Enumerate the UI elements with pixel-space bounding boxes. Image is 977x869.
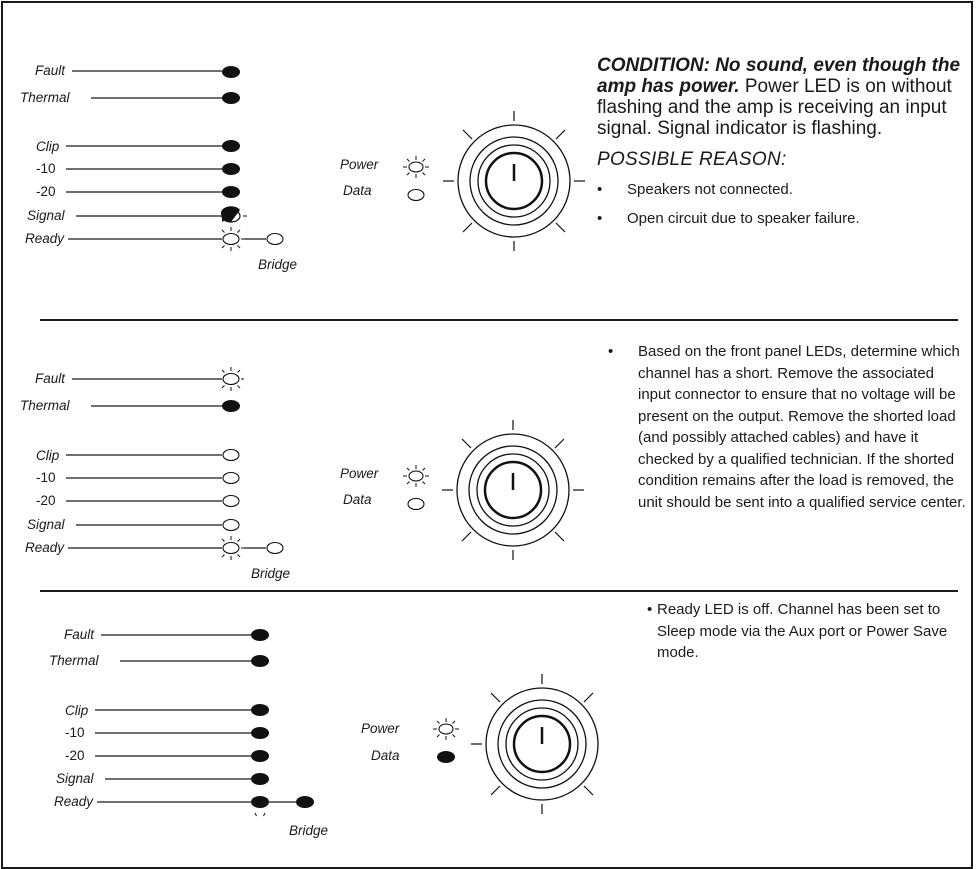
led-signal <box>251 773 269 785</box>
label-minus20: -20 <box>36 184 56 199</box>
led-thermal <box>251 655 269 667</box>
section2-text: •Based on the front panel LEDs, determin… <box>608 341 970 521</box>
front-panel-diagram-3: Fault Thermal Clip -10 -20 Signal Ready … <box>0 620 613 845</box>
label-minus10: -10 <box>36 470 56 485</box>
led-data <box>407 497 425 511</box>
led-signal <box>222 518 240 532</box>
led-power-lit <box>403 465 429 487</box>
label-ready: Ready <box>54 794 94 809</box>
list-item: •Based on the front panel LEDs, determin… <box>608 343 966 511</box>
label-thermal: Thermal <box>20 90 71 105</box>
led-bridge <box>266 232 284 246</box>
led-signal-flashing <box>220 206 247 223</box>
led-minus20 <box>222 494 240 508</box>
label-minus10: -10 <box>65 725 85 740</box>
led-ready-lit <box>218 227 244 251</box>
label-power: Power <box>340 157 379 172</box>
label-ready: Ready <box>25 231 65 246</box>
label-ready: Ready <box>25 540 65 555</box>
led-minus20 <box>251 750 269 762</box>
front-panel-diagram-1: Fault Thermal Clip -10 -20 Signal Ready … <box>0 55 585 300</box>
condition-heading: CONDITION: No sound, even though the amp… <box>597 55 961 97</box>
section-divider <box>40 319 958 321</box>
led-bridge <box>296 796 314 808</box>
label-clip: Clip <box>36 448 60 463</box>
reason-heading: POSSIBLE REASON: <box>597 149 787 170</box>
label-clip: Clip <box>36 139 60 154</box>
section1-text: CONDITION: No sound, even though the amp… <box>597 55 967 238</box>
led-clip <box>222 140 240 152</box>
led-data <box>437 751 455 763</box>
condition-body: Power LED is on without flashing and the… <box>597 76 952 139</box>
label-signal: Signal <box>56 771 95 786</box>
label-fault: Fault <box>64 627 95 642</box>
label-bridge: Bridge <box>251 566 290 581</box>
led-ready-lit <box>218 536 244 560</box>
led-power-lit <box>433 718 459 740</box>
led-fault <box>222 66 240 78</box>
label-bridge: Bridge <box>289 823 328 838</box>
led-power-lit <box>403 156 429 178</box>
led-minus10 <box>222 163 240 175</box>
label-fault: Fault <box>35 371 66 386</box>
level-knob <box>443 111 585 251</box>
label-power: Power <box>340 466 379 481</box>
led-minus20 <box>222 186 240 198</box>
front-panel-diagram-2: Fault Thermal Clip -10 -20 Signal Ready <box>0 363 584 588</box>
label-data: Data <box>343 183 372 198</box>
led-clip <box>251 704 269 716</box>
label-signal: Signal <box>27 208 66 223</box>
led-thermal <box>222 400 240 412</box>
section-divider <box>40 590 958 592</box>
label-power: Power <box>361 721 400 736</box>
label-thermal: Thermal <box>20 398 71 413</box>
led-thermal <box>222 92 240 104</box>
level-knob <box>471 674 613 814</box>
led-data <box>407 188 425 202</box>
section3-text: •Ready LED is off. Channel has been set … <box>647 599 967 672</box>
label-signal: Signal <box>27 517 66 532</box>
label-bridge: Bridge <box>258 257 297 272</box>
label-minus20: -20 <box>65 748 85 763</box>
label-fault: Fault <box>35 63 66 78</box>
led-fault-lit <box>218 367 244 391</box>
led-clip <box>222 448 240 462</box>
label-minus10: -10 <box>36 161 56 176</box>
led-fault <box>251 629 269 641</box>
label-data: Data <box>343 492 372 507</box>
label-minus20: -20 <box>36 493 56 508</box>
label-clip: Clip <box>65 703 89 718</box>
label-data: Data <box>371 748 400 763</box>
level-knob <box>442 420 584 560</box>
list-item: •Speakers not connected. <box>597 180 793 198</box>
list-item: •Open circuit due to speaker failure. <box>597 210 860 227</box>
list-item: •Ready LED is off. Channel has been set … <box>647 601 948 661</box>
label-thermal: Thermal <box>49 653 100 668</box>
led-minus10 <box>222 471 240 485</box>
led-minus10 <box>251 727 269 739</box>
led-bridge <box>266 541 284 555</box>
led-ready <box>251 796 269 808</box>
reason-list: •Speakers not connected. •Open circuit d… <box>597 179 967 230</box>
